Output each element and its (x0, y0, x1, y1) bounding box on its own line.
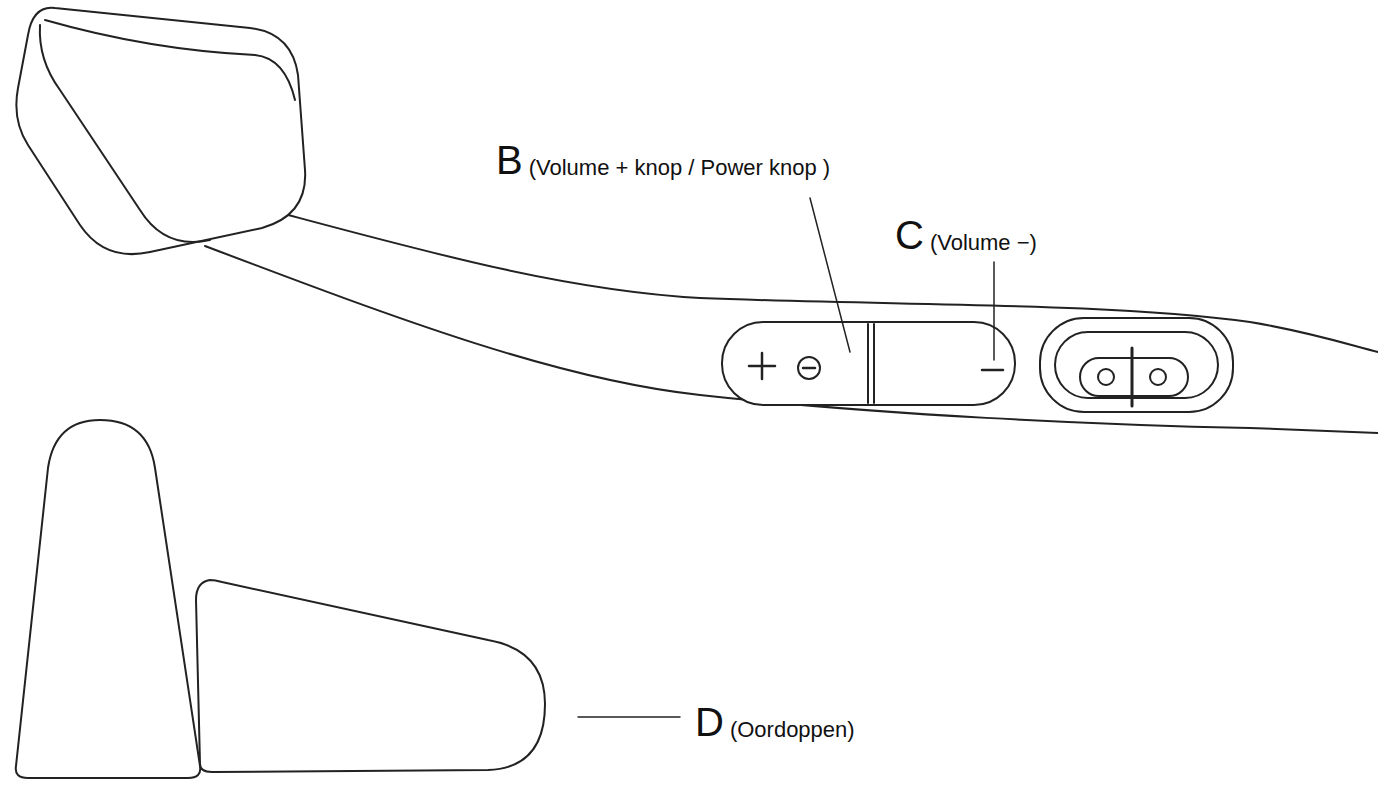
callout-letter: B (496, 140, 523, 180)
earpiece-seam (45, 20, 295, 100)
multifunction-divider (1131, 348, 1134, 406)
plus-symbol (749, 353, 775, 379)
button-divider (873, 324, 875, 403)
volume-button-capsule (722, 322, 1015, 405)
minus-circle-bar (803, 367, 815, 370)
earplug (16, 420, 201, 778)
earpiece-inner (40, 25, 210, 242)
earpiece-outer (16, 8, 305, 254)
callout-letter: D (695, 702, 724, 742)
button-divider (867, 324, 869, 403)
leader-line (578, 716, 680, 718)
multifunction-button-outer (1040, 318, 1233, 412)
earplug (196, 580, 545, 772)
multifunction-symbol (1080, 358, 1188, 396)
part-name: (Volume −) (930, 232, 1037, 254)
part-name: (Oordoppen) (730, 719, 855, 741)
minus-symbol (982, 369, 1003, 372)
band-lower-edge (205, 246, 1378, 433)
multifunction-dot (1098, 369, 1114, 385)
leader-line (810, 198, 850, 352)
multifunction-dot (1150, 369, 1166, 385)
part-name: (Volume + knop / Power knop ) (529, 157, 830, 179)
leader-line (993, 262, 995, 360)
callout-letter: C (895, 215, 924, 255)
multifunction-button-inner (1055, 332, 1218, 398)
minus-circle-symbol (798, 357, 820, 379)
